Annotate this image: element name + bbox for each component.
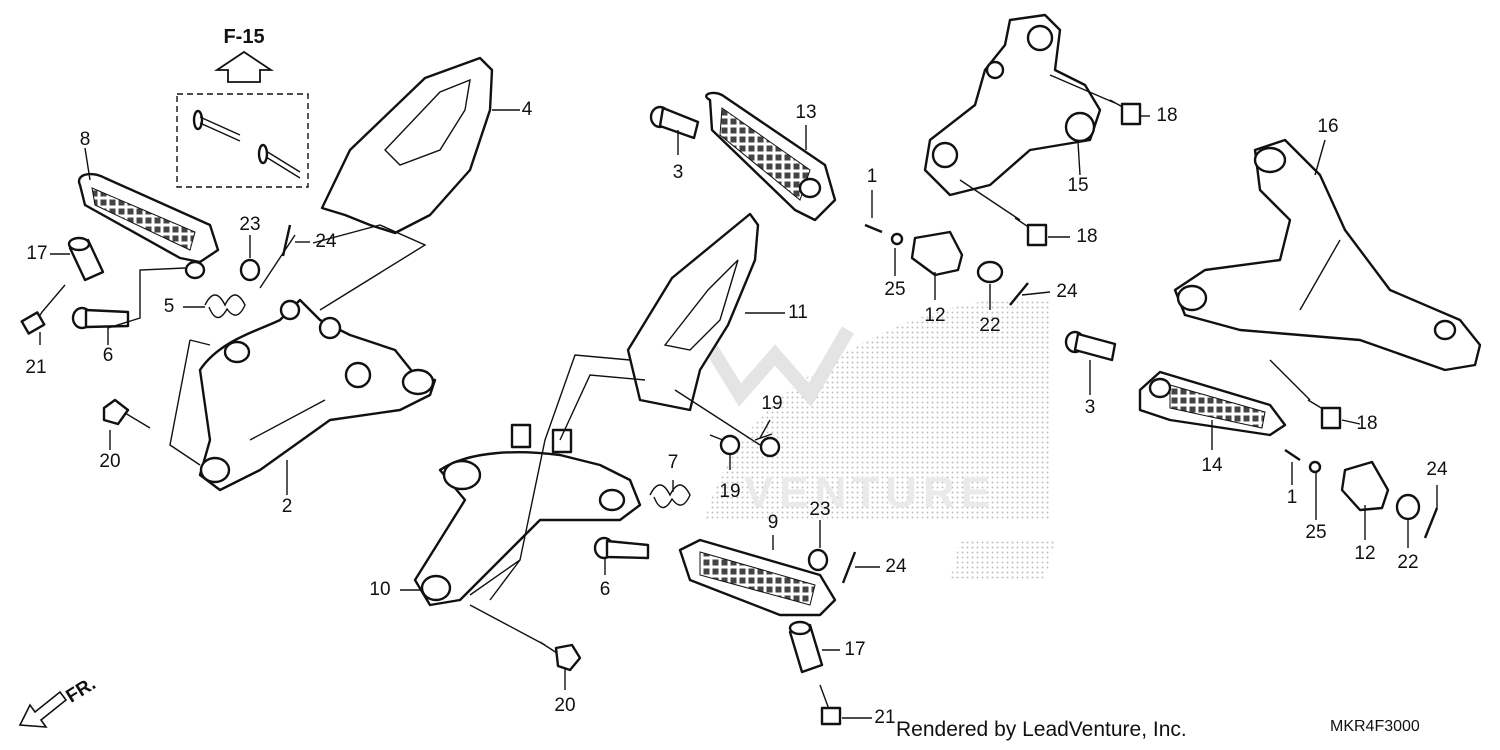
bolt-left-21 [20, 284, 66, 335]
leader-lines [39, 74, 1438, 719]
heel-guard-left [320, 56, 494, 235]
cotter-pin-24b [1423, 507, 1439, 539]
front-label: FR. [63, 673, 100, 707]
bolt-18c [1307, 399, 1342, 430]
bolt-lower-20 [539, 641, 582, 672]
washer-22b [1395, 493, 1421, 521]
callout-24-d: 24 [885, 556, 907, 577]
washer-left-23 [239, 258, 261, 282]
front-direction-indicator: FR. [18, 673, 100, 728]
callout-8: 8 [80, 129, 91, 150]
callout-20-b: 20 [554, 695, 575, 716]
footpeg-right-14 [1138, 370, 1287, 437]
callout-24-c: 24 [1426, 459, 1448, 480]
callout-11: 11 [788, 302, 808, 323]
bolts-19 [709, 433, 781, 458]
spring-1b [1284, 449, 1301, 461]
pin-center-3 [649, 105, 700, 140]
bolt-left-20 [102, 398, 151, 429]
rear-bracket-15 [923, 13, 1102, 197]
reference-label: F-15 [223, 26, 264, 48]
collar-lower-17 [788, 620, 824, 674]
spring-left-5 [204, 294, 246, 319]
callout-2: 2 [282, 496, 293, 517]
callout-20: 20 [99, 451, 120, 472]
pin-left-6 [71, 306, 130, 330]
callout-5: 5 [164, 296, 175, 317]
watermark-logo: VENTURE [694, 298, 1055, 580]
pin-right-3 [1064, 330, 1117, 362]
callout-23-b: 23 [809, 499, 830, 520]
callout-labels: 4 8 17 21 6 5 23 24 20 2 3 13 1 25 12 22… [25, 99, 1448, 728]
footpeg-bracket-center-10 [413, 423, 642, 607]
callout-16: 16 [1317, 116, 1338, 137]
ball-25a [890, 232, 904, 246]
plate-12a [910, 230, 964, 277]
callout-14: 14 [1201, 455, 1223, 476]
callout-18: 18 [1156, 105, 1177, 126]
washer-center-23 [807, 548, 829, 572]
spring-1a [864, 223, 883, 234]
pin-center-6 [593, 536, 650, 560]
callout-22-b: 22 [1397, 552, 1418, 573]
callout-12-b: 12 [1354, 543, 1375, 564]
callout-23: 23 [239, 214, 260, 235]
footpeg-center-13 [705, 91, 837, 222]
callout-10: 10 [369, 579, 390, 600]
washer-22a [976, 260, 1004, 284]
callout-9: 9 [768, 512, 779, 533]
callout-21-b: 21 [874, 707, 895, 728]
callout-25: 25 [884, 279, 905, 300]
front-arrow-icon [18, 690, 68, 728]
ball-25b [1308, 460, 1322, 474]
rendered-by-credit: Rendered by LeadVenture, Inc. [896, 718, 1187, 741]
svg-text:VENTURE: VENTURE [744, 468, 996, 517]
diagram-code: MKR4F3000 [1330, 718, 1420, 735]
callout-7: 7 [668, 452, 679, 473]
callout-21: 21 [25, 357, 46, 378]
callout-3: 3 [673, 162, 684, 183]
footpeg-left [77, 172, 220, 280]
callout-3-b: 3 [1085, 397, 1096, 418]
footpeg-lower-9 [678, 538, 837, 617]
cotter-pin-24a [1009, 282, 1029, 306]
callout-1: 1 [867, 166, 878, 187]
callout-12: 12 [924, 305, 945, 326]
rear-bracket-16 [1173, 138, 1482, 372]
callout-25-b: 25 [1305, 522, 1326, 543]
spring-center-7 [649, 484, 691, 509]
bolt-18a [1109, 99, 1142, 126]
callout-22: 22 [979, 315, 1000, 336]
callout-19-b: 19 [719, 481, 740, 502]
callout-17-b: 17 [844, 639, 865, 660]
dashed-reference-box [176, 93, 309, 188]
bolt-pair-icon [192, 109, 301, 179]
heel-guard-center-11 [626, 212, 760, 412]
bolt-18b [1014, 217, 1048, 247]
callout-1-b: 1 [1287, 487, 1298, 508]
callout-24-b: 24 [1056, 281, 1078, 302]
callout-15: 15 [1067, 175, 1088, 196]
callout-19: 19 [761, 393, 782, 414]
callout-4: 4 [522, 99, 533, 120]
callout-24: 24 [315, 231, 337, 252]
collar-left [67, 236, 105, 282]
callout-17: 17 [26, 243, 47, 264]
footpeg-bracket-left [198, 298, 437, 492]
cotter-pin-center-24 [841, 551, 857, 584]
up-arrow-icon [214, 50, 274, 83]
callout-13: 13 [795, 102, 816, 123]
reference-f15: F-15 [176, 26, 309, 188]
plate-12b [1340, 460, 1390, 512]
bolt-lower-21 [819, 684, 842, 726]
callout-6-b: 6 [600, 579, 611, 600]
callout-6: 6 [103, 345, 114, 366]
callout-18-b: 18 [1076, 226, 1097, 247]
callout-18-c: 18 [1356, 413, 1377, 434]
